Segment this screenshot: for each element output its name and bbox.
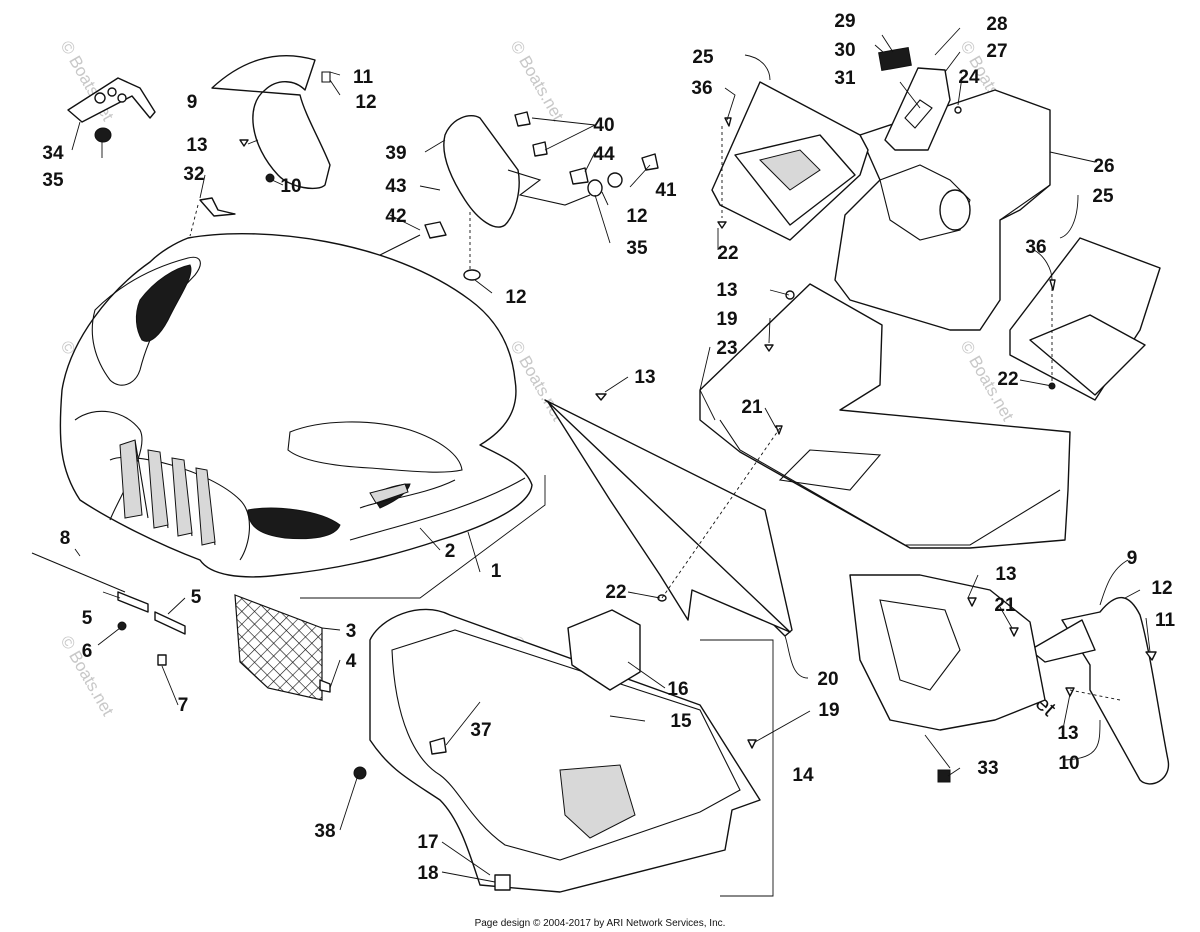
callout-9: 9 [187, 92, 198, 113]
callout-25b: 25 [1092, 186, 1114, 207]
callout-23: 23 [716, 338, 737, 359]
left-seat-base-part [711, 81, 869, 241]
callout-11b: 11 [1155, 610, 1176, 631]
callout-12c: 12 [505, 287, 526, 308]
callout-35: 35 [42, 170, 64, 191]
callout-2: 2 [445, 541, 456, 562]
callout-40: 40 [593, 115, 614, 136]
mirror-assembly [379, 111, 659, 281]
hood-part [59, 232, 546, 599]
callout-13e: 13 [1057, 723, 1078, 744]
callout-13d: 13 [995, 564, 1016, 585]
callout-20: 20 [817, 669, 838, 690]
callout-22: 22 [717, 243, 738, 264]
callout-33: 33 [977, 758, 998, 779]
fasteners [239, 117, 1157, 749]
callout-36b: 36 [1025, 237, 1046, 258]
callout-12: 12 [355, 92, 376, 113]
callout-1: 1 [491, 561, 502, 582]
callout-17: 17 [417, 832, 438, 853]
callout-21: 21 [741, 397, 763, 418]
callout-41: 41 [655, 180, 677, 201]
callout-31: 31 [834, 68, 856, 89]
callout-42: 42 [385, 206, 406, 227]
callout-12d: 12 [1151, 578, 1172, 599]
floor-tray-part [699, 283, 1071, 549]
callout-38: 38 [314, 821, 335, 842]
callout-19: 19 [716, 309, 737, 330]
assembly-guides [189, 126, 1121, 701]
latch-assembly [31, 552, 186, 666]
floor-panel-part [544, 399, 793, 637]
callout-5b: 5 [191, 587, 202, 608]
callout-22b: 22 [997, 369, 1018, 390]
callout-labels: 1 2 3 4 5 5 6 7 8 9 9 10 10 11 11 12 12 … [42, 11, 1175, 884]
callout-13b: 13 [716, 280, 737, 301]
grille-part [234, 594, 331, 701]
side-panel-part [849, 574, 1046, 783]
callout-10b: 10 [1058, 753, 1079, 774]
callout-19b: 19 [818, 700, 839, 721]
callout-3: 3 [346, 621, 357, 642]
callout-18: 18 [417, 863, 438, 884]
callout-9b: 9 [1127, 548, 1138, 569]
callout-24: 24 [958, 67, 980, 88]
right-fender-part [1029, 597, 1170, 785]
callout-39: 39 [385, 143, 406, 164]
callout-16: 16 [667, 679, 688, 700]
shift-gate-part [878, 46, 962, 151]
callout-22c: 22 [605, 582, 626, 603]
footer-credit: Page design © 2004-2017 by ARI Network S… [474, 918, 726, 929]
callout-21b: 21 [994, 595, 1016, 616]
console-part [834, 89, 1051, 331]
callout-25: 25 [692, 47, 714, 68]
storage-box-part [353, 608, 774, 897]
callout-35b: 35 [626, 238, 648, 259]
callout-29: 29 [834, 11, 855, 32]
hood-vent-part [369, 483, 409, 504]
callout-32: 32 [183, 164, 204, 185]
callout-6: 6 [82, 641, 93, 662]
callout-12b: 12 [626, 206, 647, 227]
callout-11: 11 [353, 67, 374, 88]
leader-lines [71, 27, 1151, 883]
callout-7: 7 [178, 695, 189, 716]
callout-37: 37 [470, 720, 491, 741]
watermark-text: © Boats.net [507, 38, 568, 125]
left-fender-part [211, 54, 331, 190]
bracket-part [67, 77, 156, 143]
callout-13c: 13 [634, 367, 655, 388]
callout-34: 34 [42, 143, 64, 164]
callout-8: 8 [60, 528, 71, 549]
callout-15: 15 [670, 711, 692, 732]
callout-28: 28 [986, 14, 1007, 35]
callout-14: 14 [792, 765, 814, 786]
callout-30: 30 [834, 40, 855, 61]
callout-43: 43 [385, 176, 406, 197]
callout-13: 13 [186, 135, 207, 156]
callout-10: 10 [280, 176, 301, 197]
callout-44: 44 [593, 144, 615, 165]
callout-36: 36 [691, 78, 712, 99]
right-seat-base-part [1009, 237, 1161, 401]
callout-26: 26 [1093, 156, 1114, 177]
callout-4: 4 [346, 651, 357, 672]
pin-part [199, 197, 236, 217]
callout-5: 5 [82, 608, 93, 629]
callout-27: 27 [986, 41, 1007, 62]
